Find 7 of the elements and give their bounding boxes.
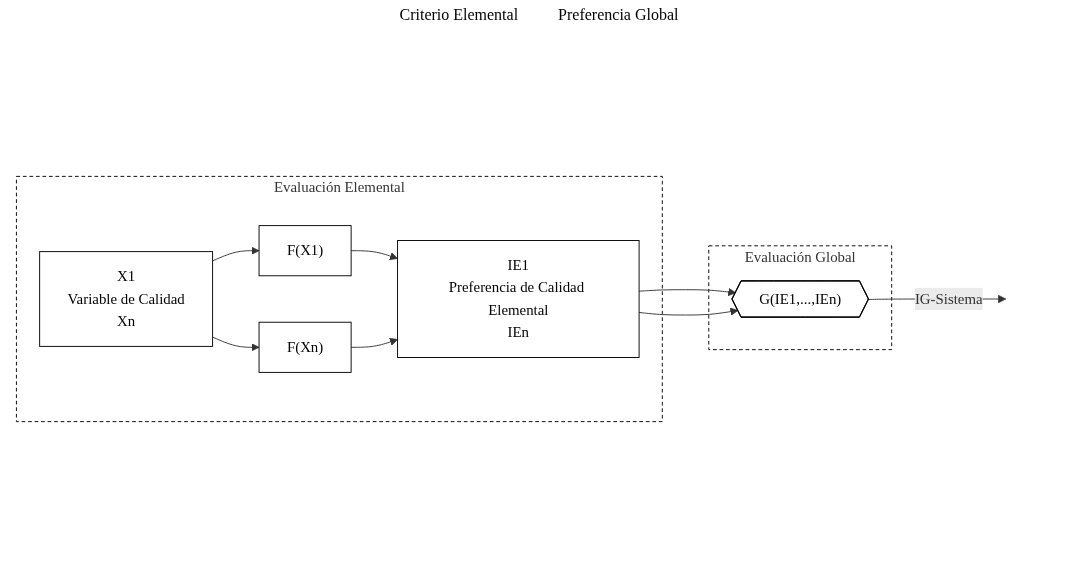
note-text: Preferencia Global bbox=[558, 6, 679, 24]
node-box: F(Xn) bbox=[258, 321, 352, 373]
node-box: IE1 Preferencia de Calidad Elemental IEn bbox=[397, 240, 640, 358]
edge-label: IG-Sistema bbox=[914, 290, 983, 307]
node-box: F(X1) bbox=[258, 225, 352, 277]
node-box: X1 Variable de Calidad Xn bbox=[39, 251, 214, 347]
note-text: Criterio Elemental bbox=[399, 6, 519, 24]
